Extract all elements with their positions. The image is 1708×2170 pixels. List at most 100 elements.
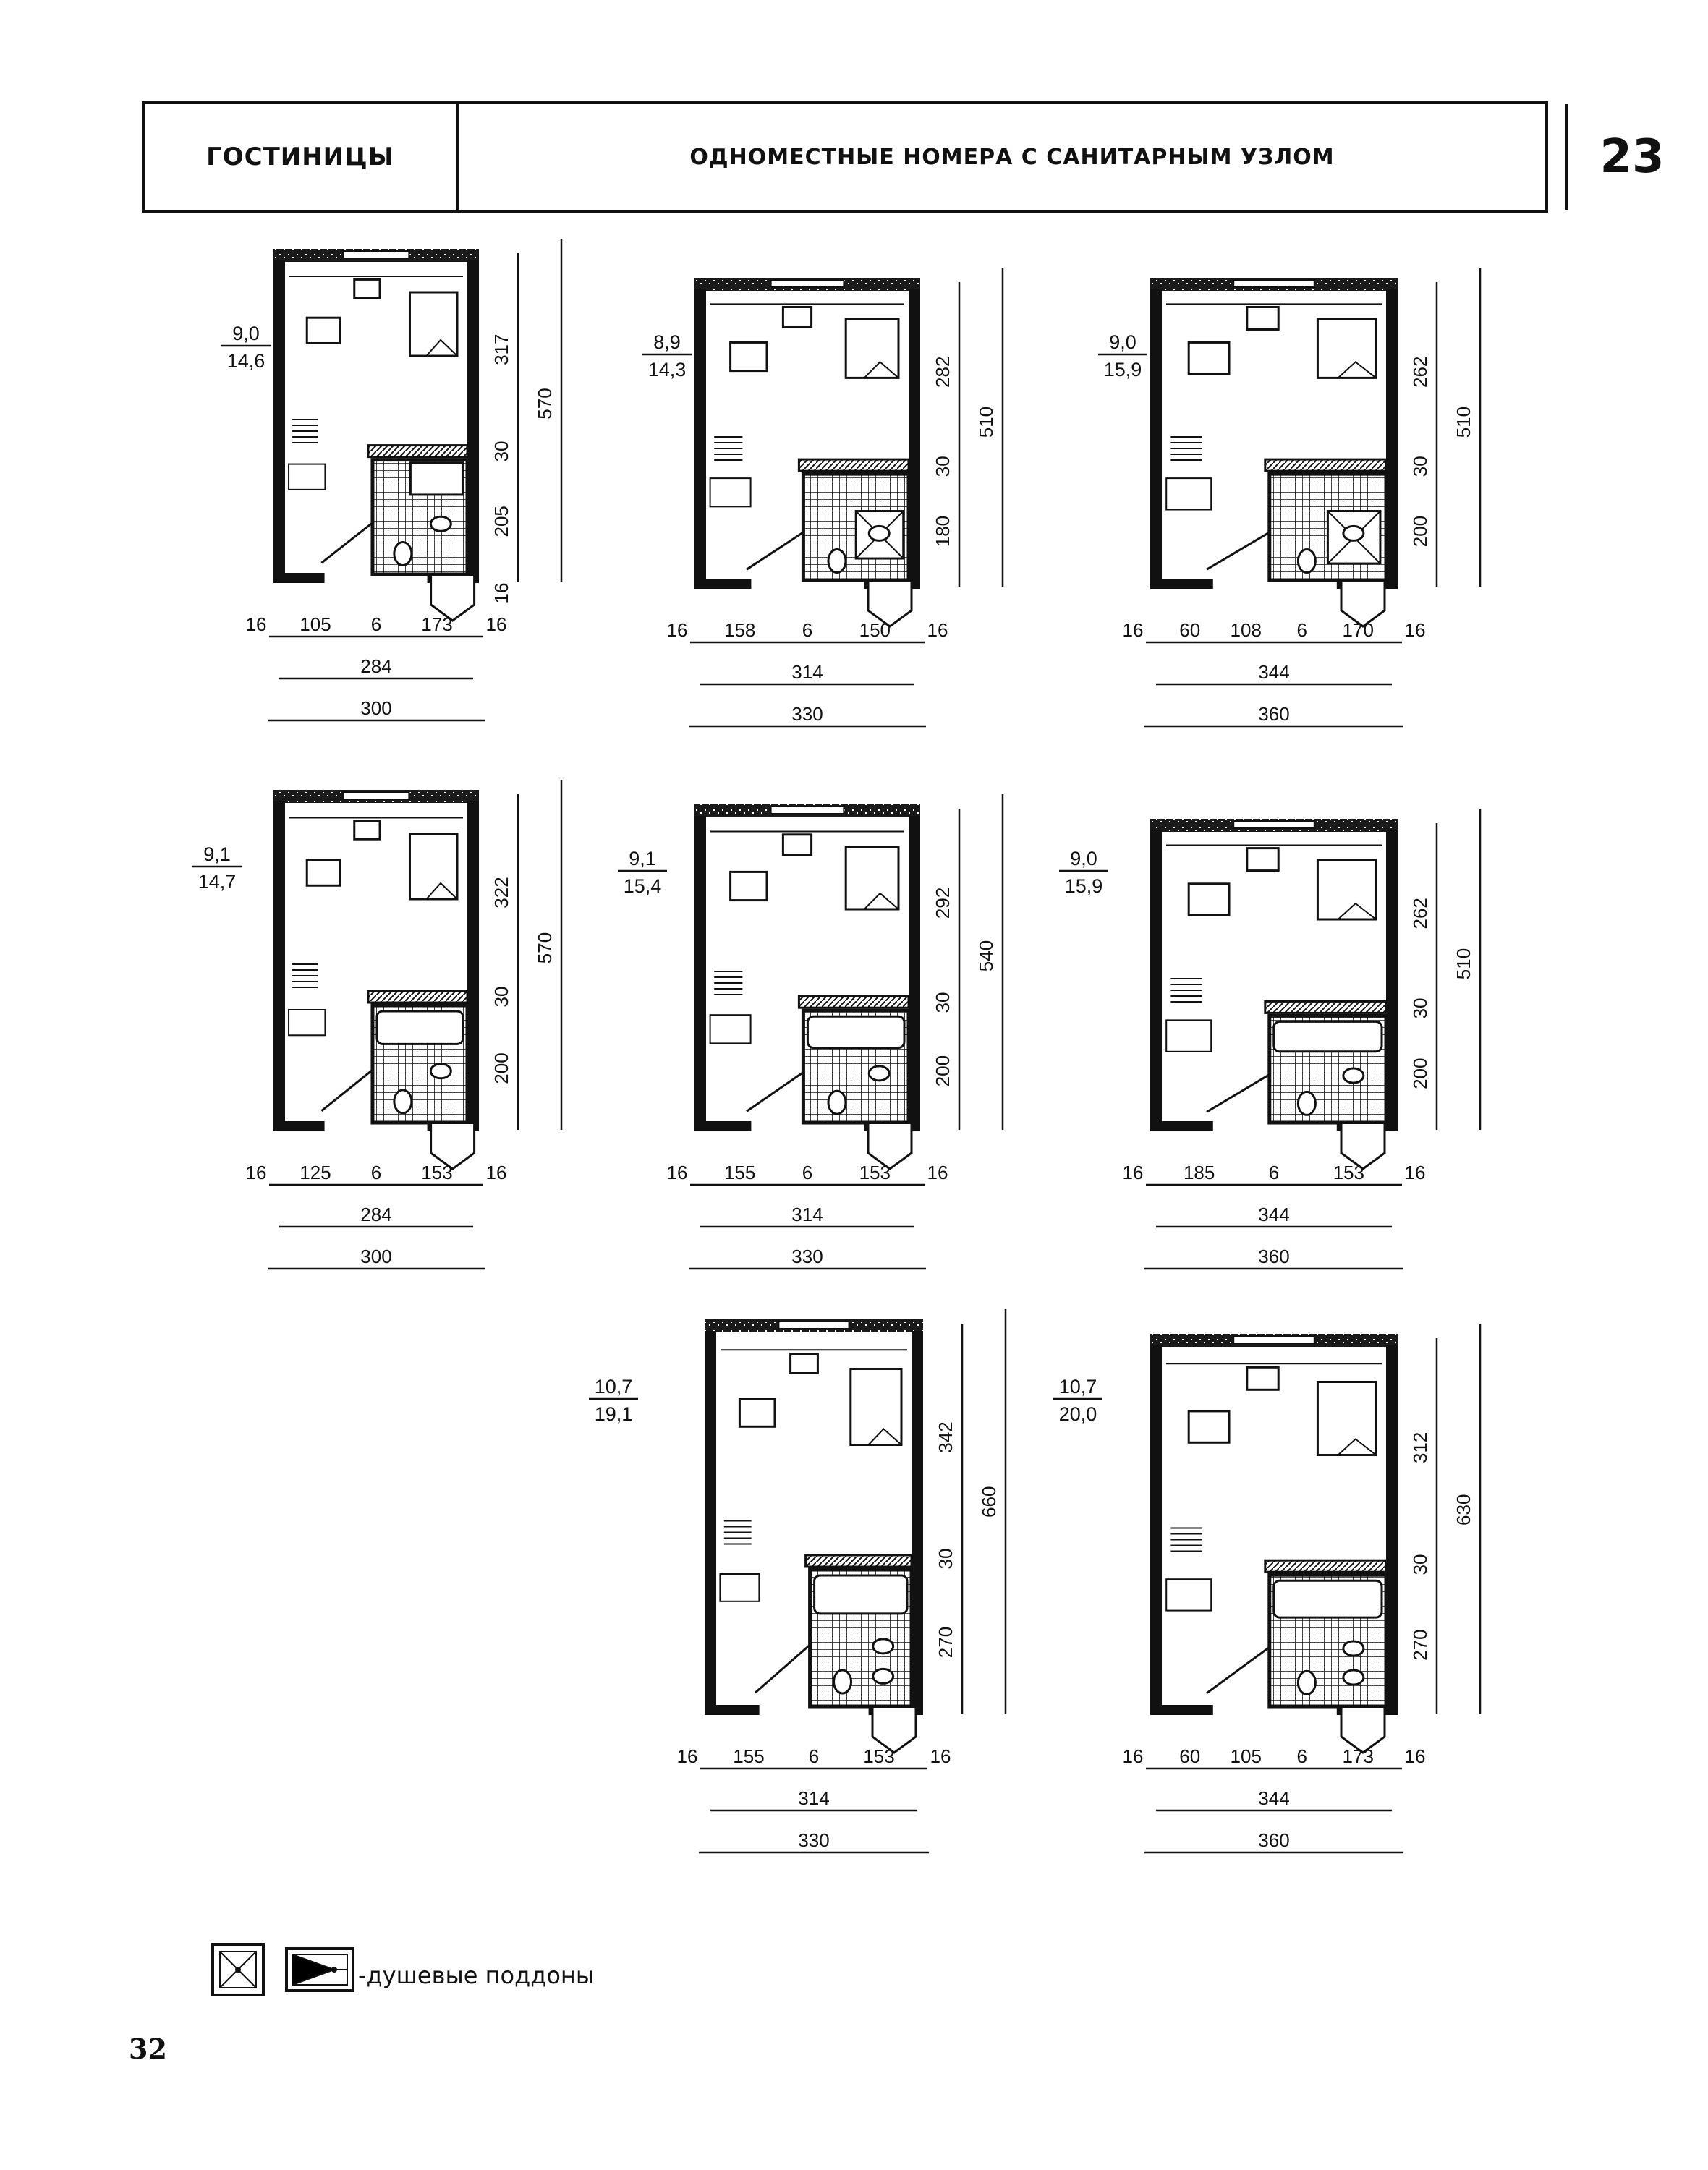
wardrobe-shelf — [804, 1554, 913, 1568]
width-segment-label: 153 — [1333, 1162, 1364, 1183]
partition-wall-right — [909, 289, 920, 584]
outer-width-label: 300 — [360, 1246, 391, 1267]
width-segment-label: 6 — [371, 1162, 381, 1183]
height-segment-label: 205 — [490, 506, 512, 537]
outer-width-label: 330 — [791, 703, 823, 725]
living-area-label: 9,1 — [203, 843, 231, 865]
bed-icon — [844, 846, 900, 911]
height-segment-label: 292 — [932, 888, 953, 919]
entrance-door — [430, 1124, 476, 1170]
toilet-icon — [833, 1669, 853, 1695]
legend-label: -душевые поддоны — [358, 1962, 595, 1989]
sink-icon — [1342, 1067, 1365, 1084]
partition-wall-right — [467, 260, 479, 579]
toilet-icon — [393, 540, 413, 566]
corridor-wall — [1150, 579, 1213, 589]
total-height-label: 510 — [1453, 948, 1474, 979]
inner-width-label: 344 — [1258, 661, 1289, 683]
window — [770, 279, 845, 288]
sink-icon — [429, 1063, 452, 1080]
partition-wall-left — [1150, 830, 1162, 1127]
width-segment-label: 16 — [1123, 1745, 1144, 1767]
sheet-title: ОДНОМЕСТНЫЕ НОМЕРА С САНИТАРНЫМ УЗЛОМ — [689, 144, 1335, 170]
bed-icon — [408, 833, 459, 901]
height-segment-label: 200 — [490, 1052, 512, 1084]
total-area-label: 15,9 — [1104, 359, 1142, 380]
width-segment-label: 16 — [1405, 1162, 1426, 1183]
bed-blanket — [863, 892, 899, 910]
height-segment-label: 30 — [932, 456, 953, 477]
width-segment-label: 60 — [1179, 619, 1200, 641]
bed-icon — [849, 1368, 903, 1446]
hanger-icon — [709, 477, 752, 508]
outer-width-label: 330 — [791, 1246, 823, 1267]
window — [342, 791, 410, 800]
partition-wall-right — [1386, 289, 1398, 584]
partition-wall-left — [1150, 1345, 1162, 1711]
width-segment-label: 6 — [1297, 1745, 1307, 1767]
partition-wall-left — [273, 260, 285, 579]
corridor-wall — [705, 1705, 760, 1715]
width-segment-label: 6 — [1269, 1162, 1279, 1183]
width-segment-label: 6 — [802, 619, 812, 641]
sink-icon — [1342, 1640, 1365, 1657]
chair-icon — [1246, 305, 1280, 331]
bathtub-icon — [1272, 1020, 1383, 1053]
partition-wall-right — [912, 1331, 923, 1711]
partition-wall-left — [705, 1331, 716, 1711]
entrance-door — [1340, 582, 1386, 628]
bed-blanket — [1337, 1438, 1377, 1456]
wardrobe-shelf — [1264, 1559, 1388, 1573]
sink-icon — [1342, 524, 1365, 542]
width-segment-label: 16 — [667, 619, 688, 641]
door-leaf — [746, 531, 804, 571]
chair-icon — [1246, 1366, 1280, 1391]
width-segment-label: 158 — [724, 619, 755, 641]
width-segment-label: 16 — [930, 1745, 951, 1767]
living-area-label: 9,1 — [629, 848, 656, 869]
wardrobe-shelf — [367, 990, 469, 1004]
entrance-door — [867, 1124, 913, 1170]
bed-icon — [1316, 1381, 1377, 1456]
bed-icon — [1316, 859, 1377, 921]
height-segment-label: 262 — [1409, 898, 1431, 929]
living-area-label: 9,0 — [1070, 848, 1097, 869]
partition-wall-left — [694, 816, 706, 1127]
chair-icon — [781, 305, 813, 328]
outer-width-label: 330 — [798, 1829, 829, 1851]
outer-width-label: 360 — [1258, 703, 1289, 725]
width-segment-label: 60 — [1179, 1745, 1200, 1767]
window — [1233, 1335, 1315, 1344]
partition-wall-right — [1386, 1345, 1398, 1711]
width-segment-label: 16 — [246, 613, 267, 635]
corridor-wall — [273, 573, 325, 583]
armchair-icon — [305, 316, 341, 344]
page-number: 32 — [129, 2033, 167, 2065]
width-segment-label: 108 — [1231, 619, 1262, 641]
inner-width-label: 284 — [360, 655, 391, 677]
height-segment-label: 200 — [932, 1055, 953, 1086]
width-segment-label: 16 — [677, 1745, 698, 1767]
partition-wall-left — [694, 289, 706, 584]
window — [1233, 820, 1315, 829]
corridor-wall — [694, 579, 752, 589]
width-segment-label: 173 — [421, 613, 452, 635]
armchair-icon — [1187, 341, 1231, 375]
toilet-icon — [827, 548, 847, 574]
living-area-label: 10,7 — [1059, 1376, 1097, 1397]
window — [1233, 279, 1315, 288]
living-area-label: 9,0 — [232, 323, 260, 344]
living-area-label: 9,0 — [1109, 331, 1136, 353]
corridor-wall — [273, 1121, 325, 1131]
total-height-label: 540 — [975, 940, 997, 971]
width-segment-label: 173 — [1343, 1745, 1374, 1767]
height-segment-label: 30 — [490, 441, 512, 462]
door-leaf — [755, 1643, 811, 1694]
bed-blanket — [1337, 361, 1377, 379]
inner-width-label: 314 — [791, 661, 823, 683]
door-leaf — [746, 1071, 804, 1112]
width-segment-label: 170 — [1343, 619, 1374, 641]
